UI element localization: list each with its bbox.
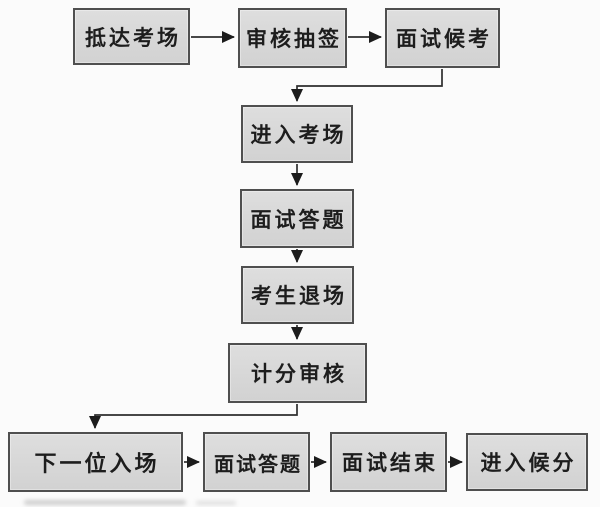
node-label: 考生退场 [251,284,347,308]
node-enter-score-waiting: 进入候分 [466,433,588,491]
node-candidate-exit: 考生退场 [241,266,354,324]
node-interview-answering-2: 面试答题 [203,432,310,492]
node-next-candidate-enter: 下一位入场 [8,432,183,492]
node-label: 面试结束 [342,451,438,475]
cropped-text-smudge [24,500,186,505]
node-interview-waiting: 面试候考 [385,8,500,68]
node-label: 抵达考场 [85,25,181,50]
cropped-text-smudge [196,501,236,505]
node-score-review: 计分审核 [228,343,367,403]
node-label: 面试答题 [250,207,347,232]
edge-wait-to-enter [291,69,443,102]
node-interview-end: 面试结束 [330,432,447,492]
node-label: 进入考场 [250,123,347,147]
node-label: 进入候分 [480,451,577,475]
node-label: 面试候考 [396,27,492,51]
node-interview-answering: 面试答题 [240,189,354,248]
edge-score-to-next [89,404,298,429]
node-enter-exam-room: 进入考场 [241,105,353,163]
node-arrive-exam-site: 抵达考场 [73,8,190,65]
node-review-draw-lots: 审核抽签 [238,8,347,68]
node-label: 计分审核 [251,362,347,386]
node-label: 下一位入场 [34,451,160,476]
node-label: 面试答题 [214,453,302,476]
node-label: 审核抽签 [246,27,342,51]
